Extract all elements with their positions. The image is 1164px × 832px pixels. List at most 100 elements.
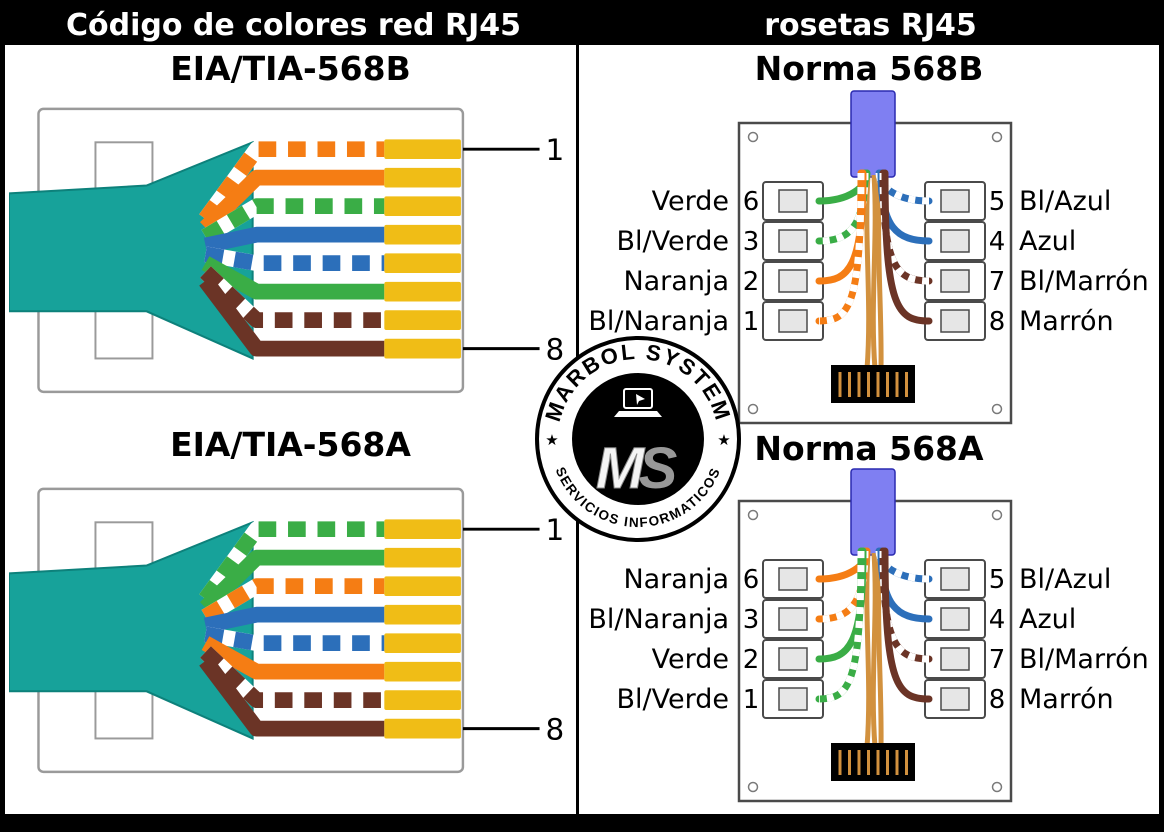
connector-diagram-568b: 1 8	[9, 107, 564, 394]
jack-wire-label: Bl/Marrón	[1019, 644, 1149, 675]
pin-8-number: 8	[545, 712, 564, 746]
jack-pin-number: 1	[743, 307, 760, 337]
wire-wo	[201, 578, 385, 624]
mounting-hole	[747, 131, 759, 143]
idc-slot-opening	[778, 189, 808, 213]
jack-wire-label: Bl/Azul	[1019, 186, 1111, 217]
heading-norma-568a: Norma 568A	[754, 429, 984, 468]
idc-slot-opening	[940, 229, 970, 253]
jack-diagram-568a: Naranja Bl/Naranja Verde Bl/Verde 6 3 2 …	[588, 468, 1149, 803]
wire-bundle	[876, 174, 884, 370]
gold-contact-tip	[384, 718, 461, 739]
wire-br	[199, 276, 385, 357]
jack-diagram-568b: Verde Bl/Verde Naranja Bl/Naranja 6 3 2 …	[588, 90, 1149, 425]
jack-wire-label: Azul	[1019, 604, 1076, 635]
jack-pin-number: 7	[989, 267, 1006, 297]
idc-slot-opening	[940, 309, 970, 333]
mounting-hole	[991, 509, 1003, 521]
jack-pin-number: 8	[989, 685, 1006, 715]
jack-wire-label: Verde	[652, 186, 729, 217]
wire-g	[200, 549, 385, 614]
wire-bundle	[876, 552, 884, 748]
wire-o	[201, 636, 385, 680]
wire-wg-base	[199, 521, 385, 604]
wire-wbl	[204, 626, 385, 652]
gold-contact-tip	[384, 547, 461, 568]
idc-slot-opening	[778, 647, 808, 671]
jack-wire-label: Bl/Azul	[1019, 564, 1111, 595]
heading-eia-tia-568b: EIA/TIA-568B	[170, 49, 411, 88]
jack-pin-number: 5	[989, 187, 1006, 217]
cable-jacket	[9, 520, 254, 740]
idc-slot-opening	[940, 189, 970, 213]
jack-wire-label: Marrón	[1019, 306, 1114, 337]
laptop-icon	[614, 388, 662, 417]
pin-1-number: 1	[545, 513, 564, 547]
wire-wo-base	[199, 141, 385, 224]
connector-diagram-568a: 1 8	[9, 487, 564, 774]
wire-wbr	[200, 646, 385, 708]
gold-contact-tip	[384, 281, 461, 302]
wire-bl	[203, 226, 385, 254]
connector-drawing	[9, 107, 540, 394]
idc-slot-opening	[778, 269, 808, 293]
cable-jacket	[9, 140, 254, 360]
gold-contact-tip	[384, 338, 461, 359]
wire-br	[199, 656, 385, 737]
logo-initial-m: M	[596, 436, 646, 501]
cursor-arrow-icon	[636, 394, 645, 405]
punch-down-connector	[831, 743, 915, 781]
jack-wire-br	[881, 547, 933, 703]
jack-pin-number: 3	[743, 227, 760, 257]
jack-wire-wo-stripe	[818, 172, 865, 325]
jack-wire-label: Azul	[1019, 226, 1076, 257]
wire-bundle	[864, 552, 872, 748]
wire-wg	[201, 198, 385, 244]
gold-contact-tip	[384, 224, 461, 245]
logo-inner-disc	[572, 373, 704, 505]
header-left-title: Código de colores red RJ45	[66, 7, 521, 43]
jack-pin-number: 5	[989, 565, 1006, 595]
mounting-hole	[991, 781, 1003, 793]
star-icon: ★	[717, 431, 730, 449]
idc-slot-opening	[940, 687, 970, 711]
gold-contact-tip	[384, 576, 461, 596]
gold-contact-tip	[384, 661, 461, 682]
mounting-hole	[991, 403, 1003, 415]
logo-initial-s: S	[639, 436, 678, 501]
jack-pin-number: 2	[743, 645, 760, 675]
pin-8-number: 8	[545, 332, 564, 366]
jack-wire-label: Bl/Marrón	[1019, 266, 1149, 297]
gold-contact-tip	[384, 253, 461, 273]
jack-wire-label: Bl/Verde	[617, 684, 729, 715]
idc-slot-opening	[778, 687, 808, 711]
incoming-cable	[850, 90, 896, 178]
jack-wire-label: Naranja	[623, 564, 729, 595]
jack-wire-br	[881, 169, 933, 325]
mounting-hole	[991, 131, 1003, 143]
idc-slot-opening	[940, 269, 970, 293]
header-right-title: rosetas RJ45	[764, 7, 977, 43]
idc-slot-opening	[778, 229, 808, 253]
wire-bundle	[864, 174, 872, 370]
wire-bundle	[870, 174, 878, 370]
idc-slot-opening	[778, 607, 808, 631]
jack-wire-label: Bl/Naranja	[588, 306, 729, 337]
idc-slot-opening	[940, 567, 970, 591]
jack-wire-label: Naranja	[623, 266, 729, 297]
jack-wire-label: Bl/Naranja	[588, 604, 729, 635]
gold-contact-tip	[384, 690, 461, 710]
jack-pin-number: 3	[743, 605, 760, 635]
gold-contact-tip	[384, 519, 461, 540]
jack-wire-label: Marrón	[1019, 684, 1114, 715]
mounting-hole	[747, 403, 759, 415]
footer-bar	[5, 814, 1159, 827]
heading-norma-568b: Norma 568B	[754, 49, 984, 88]
mounting-hole	[747, 509, 759, 521]
gold-contact-tip	[384, 633, 461, 653]
incoming-cable	[850, 468, 896, 556]
jack-pin-number: 1	[743, 685, 760, 715]
jack-wire-label: Verde	[652, 644, 729, 675]
jack-pin-number: 4	[989, 605, 1006, 635]
punch-down-connector	[831, 365, 915, 403]
